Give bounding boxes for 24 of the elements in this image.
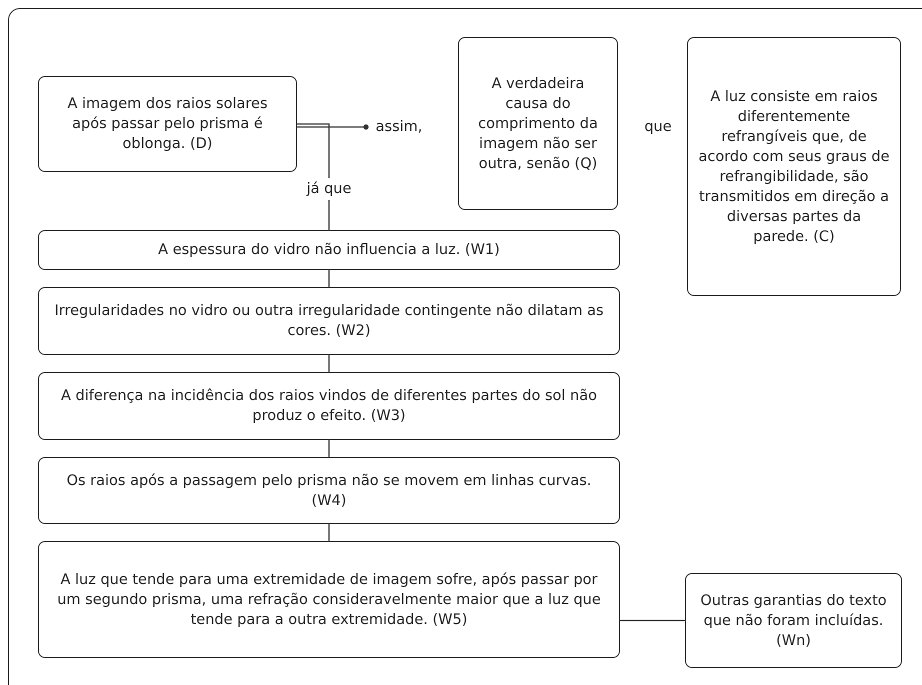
statement-box [38, 230, 620, 270]
connector-line [297, 124, 369, 130]
statement-box [458, 37, 618, 210]
statement-text: Outras garantias do texto que não foram incluídas. (Wn) [699, 592, 888, 650]
statement-box [687, 37, 901, 296]
statement-text: A verdadeira causa do comprimento da imagem não ser outra, senão (Q) [477, 74, 599, 174]
statement-text: A imagem dos raios solares após passar pelo prisma é oblonga. (D) [66, 95, 269, 154]
statement-text: A diferença na incidência dos raios vindos de diferentes partes do sol não produz o efeito. (W3) [60, 387, 598, 426]
connector-line [328, 355, 330, 372]
statement-text: A luz consiste em raios diferentemente refrangíveis que, de acordo com seus graus de refrangibilidade, são transmitidos em direção a diversas partes da parede. (C) [698, 88, 890, 246]
statement-box [38, 76, 297, 172]
statement-box [685, 573, 902, 668]
statement-box [38, 541, 620, 658]
statement-text: Irregularidades no vidro ou outra irregularidade contingente não dilatam as cores. (W2) [53, 302, 605, 341]
statement-box [38, 287, 620, 355]
statement-box [38, 372, 620, 440]
connector-line [620, 620, 685, 622]
statement-text: Os raios após a passagem pelo prisma não se movem em linhas curvas. (W4) [66, 472, 592, 510]
connector-line [328, 440, 330, 457]
statement-box [38, 457, 620, 524]
connector-line [328, 270, 330, 287]
connector-line [328, 524, 330, 541]
statement-text: A espessura do vidro não influencia a luz. (W1) [158, 241, 500, 260]
statement-text: A luz que tende para uma extremidade de imagem sofre, após passar por um segundo prisma, uma refração consideravelmente maior que a luz que tende para a outra extremidade. (W5) [56, 570, 602, 630]
